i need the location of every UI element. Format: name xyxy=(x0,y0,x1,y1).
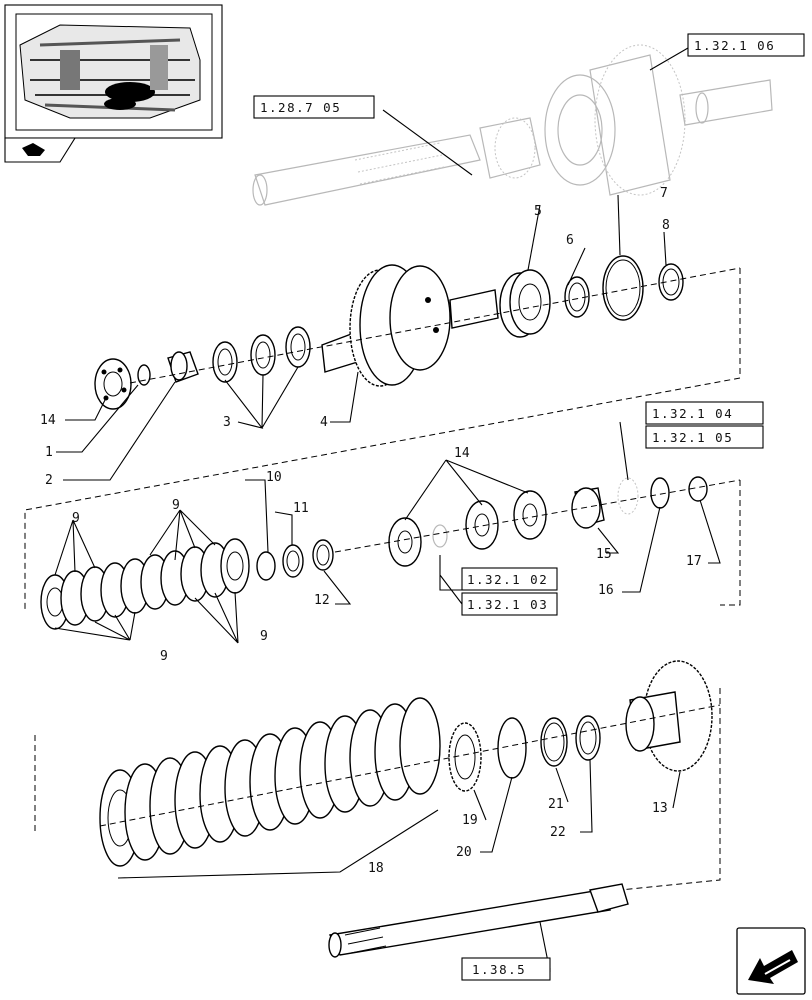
snap-ring-16[interactable] xyxy=(650,477,670,509)
ring-10[interactable] xyxy=(256,551,276,581)
part-label-20: 20 xyxy=(456,845,472,860)
part-label-5: 5 xyxy=(534,204,542,219)
part-label-10: 10 xyxy=(266,470,282,485)
part-label-3: 3 xyxy=(223,415,231,430)
clutch-pack-18[interactable] xyxy=(99,697,441,867)
snap-ring-20[interactable] xyxy=(497,717,527,779)
ref-connector xyxy=(439,555,463,605)
sleeve-15[interactable] xyxy=(571,487,605,529)
hub-5[interactable] xyxy=(499,269,551,338)
part-label-9c: 9 xyxy=(260,629,268,644)
gear-shaft-4[interactable] xyxy=(321,264,499,387)
clutch-discs-9[interactable] xyxy=(40,538,250,630)
snap-ring-7[interactable] xyxy=(602,255,644,321)
svg-text:1.28.7 05: 1.28.7 05 xyxy=(260,100,341,115)
arrow-back-icon[interactable] xyxy=(736,927,806,995)
svg-text:1.32.1 03: 1.32.1 03 xyxy=(467,597,548,612)
part-labels: 5 6 7 8 14 1 2 3 4 14 10 11 12 9 9 9 9 1… xyxy=(40,186,702,876)
axis-line-2 xyxy=(334,479,741,553)
ring-21[interactable] xyxy=(540,717,568,767)
part-label-14: 14 xyxy=(40,413,56,428)
part-label-9b: 9 xyxy=(172,498,180,513)
part-label-22: 22 xyxy=(550,825,566,840)
part-label-11: 11 xyxy=(293,501,309,516)
ring-12[interactable] xyxy=(312,539,334,571)
part-label-9d: 9 xyxy=(160,649,168,664)
svg-text:1.32.1 06: 1.32.1 06 xyxy=(694,38,775,53)
bearing-14[interactable] xyxy=(94,358,132,410)
snap-ring-1[interactable] xyxy=(137,364,151,386)
ref-box-1-38-5[interactable]: 1.38.5 xyxy=(461,957,551,981)
part-label-17: 17 xyxy=(686,554,702,569)
ring-8[interactable] xyxy=(658,263,684,301)
ring-22[interactable] xyxy=(575,715,601,761)
part-label-2: 2 xyxy=(45,473,53,488)
part-label-1: 1 xyxy=(45,445,53,460)
group-box-2 xyxy=(720,480,741,606)
svg-text:1.32.1 05: 1.32.1 05 xyxy=(652,430,733,445)
ring-11[interactable] xyxy=(282,544,304,578)
ref-box-1-32-1-05[interactable]: 1.32.1 05 xyxy=(645,425,764,449)
part-label-6: 6 xyxy=(566,233,574,248)
part-label-8: 8 xyxy=(662,218,670,233)
part-label-14b: 14 xyxy=(454,446,470,461)
part-label-18: 18 xyxy=(368,861,384,876)
ring-6[interactable] xyxy=(564,276,590,318)
book-icon[interactable] xyxy=(4,137,76,163)
svg-text:1.32.1 04: 1.32.1 04 xyxy=(652,406,733,421)
part-label-13: 13 xyxy=(652,801,668,816)
ref-box-1-32-1-03[interactable]: 1.32.1 03 xyxy=(461,592,558,616)
ref-box-1-32-1-06[interactable]: 1.32.1 06 xyxy=(687,33,805,57)
ghost-ring xyxy=(617,477,639,515)
part-label-16: 16 xyxy=(598,583,614,598)
nut-17[interactable] xyxy=(688,476,708,502)
part-label-15: 15 xyxy=(596,547,612,562)
svg-text:1.32.1 02: 1.32.1 02 xyxy=(467,572,548,587)
ref-box-1-32-1-04[interactable]: 1.32.1 04 xyxy=(645,401,764,425)
ghost-shaft-assembly xyxy=(252,44,773,206)
group-box-3-right xyxy=(619,688,721,891)
group-box-1 xyxy=(24,268,741,610)
shims-3[interactable] xyxy=(212,326,311,383)
gear-hub-13[interactable] xyxy=(625,660,713,772)
part-label-19: 19 xyxy=(462,813,478,828)
part-label-7: 7 xyxy=(660,186,668,201)
part-label-9a: 9 xyxy=(72,511,80,526)
ref-box-1-32-1-02[interactable]: 1.32.1 02 xyxy=(461,567,558,591)
part-label-12: 12 xyxy=(314,593,330,608)
svg-text:1.38.5: 1.38.5 xyxy=(472,962,526,977)
part-label-21: 21 xyxy=(548,797,564,812)
part-label-4: 4 xyxy=(320,415,328,430)
ref-box-1-28-7-05[interactable]: 1.28.7 05 xyxy=(253,95,375,119)
transmission-thumbnail-icon[interactable] xyxy=(4,4,223,139)
axis-line-3 xyxy=(99,704,721,827)
bushing-2[interactable] xyxy=(167,351,199,383)
leader-lines xyxy=(54,47,721,973)
output-shaft[interactable] xyxy=(328,883,629,958)
axis-line-1 xyxy=(129,267,741,384)
